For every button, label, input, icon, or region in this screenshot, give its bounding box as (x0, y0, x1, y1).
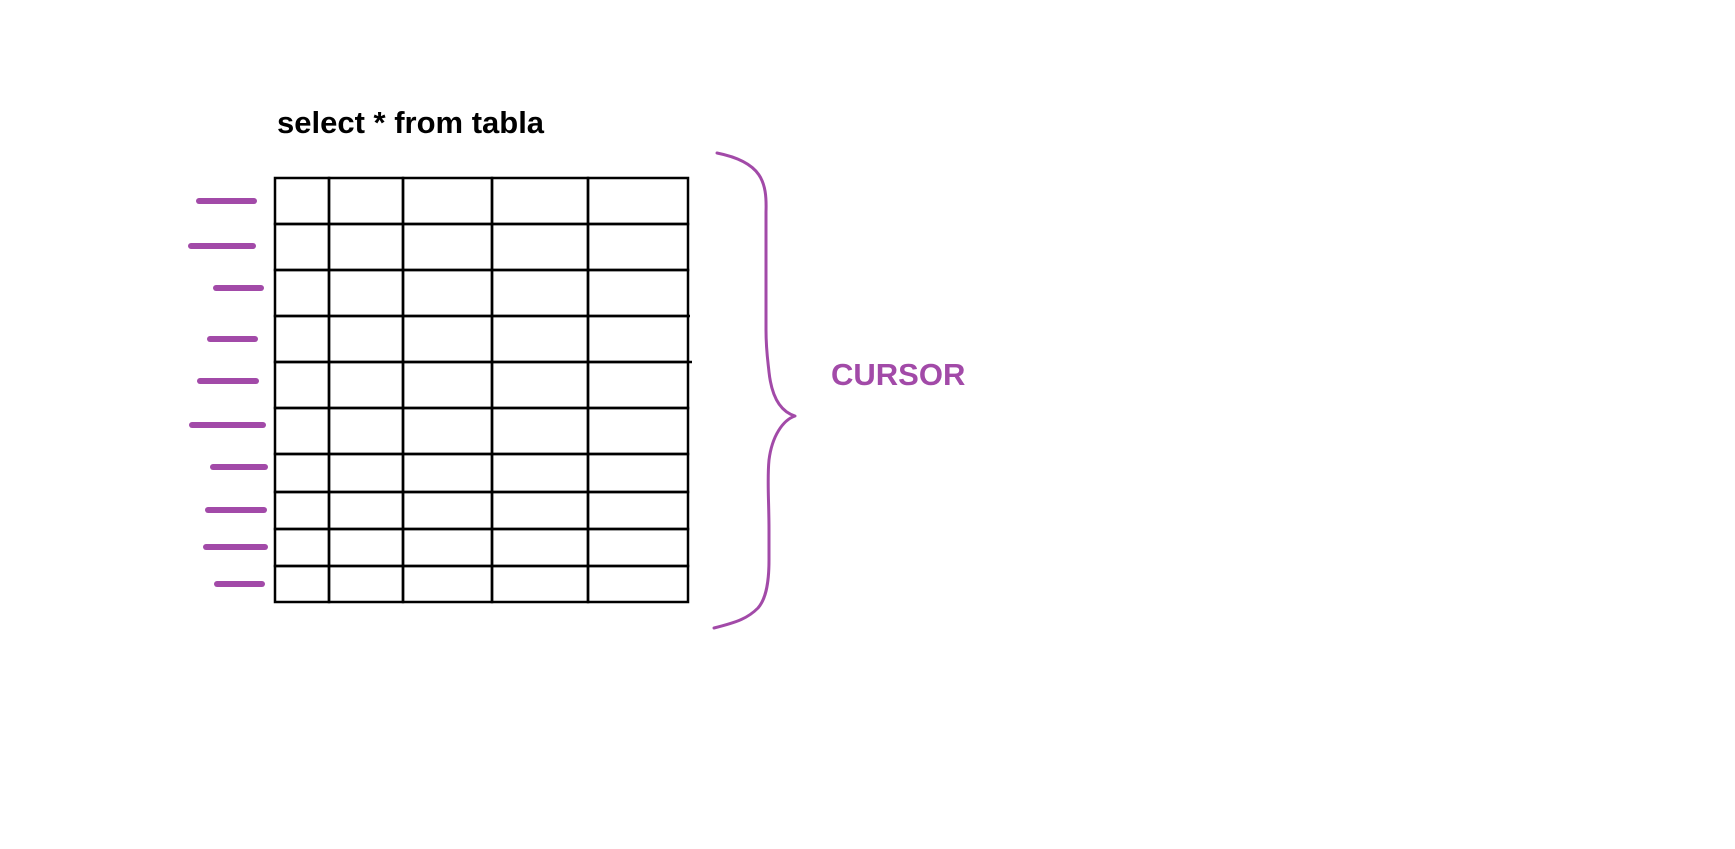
table-row (273, 268, 690, 318)
table-row (273, 527, 690, 568)
table-cell (586, 176, 690, 226)
query-text: select * from tabla (277, 105, 545, 140)
table-cell (401, 527, 494, 568)
table-cell (327, 314, 405, 364)
table-cell (327, 406, 405, 456)
table-cell (586, 490, 690, 531)
table-cell (490, 406, 590, 456)
table-row (273, 222, 690, 272)
table-cell (401, 406, 494, 456)
table-cell (273, 564, 331, 604)
table-cell (401, 452, 494, 494)
table-cell (490, 268, 590, 318)
table-cell (327, 452, 405, 494)
table-cell (273, 176, 331, 226)
table-row (273, 314, 690, 364)
table-cell (273, 490, 331, 531)
table-row (273, 452, 690, 494)
table-cell (327, 527, 405, 568)
table-cell (273, 314, 331, 364)
row-markers (188, 198, 268, 587)
curly-brace-icon (712, 151, 797, 630)
table-cell (401, 490, 494, 531)
table-cell (273, 527, 331, 568)
table-cell (401, 268, 494, 318)
table-cell (490, 564, 590, 604)
table-cell (586, 564, 690, 604)
table-cell (327, 176, 405, 226)
table-cell (327, 268, 405, 318)
table-cell (273, 406, 331, 456)
table-cell (586, 360, 690, 410)
table-cell (401, 564, 494, 604)
result-table (273, 176, 692, 604)
table-cell (401, 222, 494, 272)
table-cell (490, 222, 590, 272)
table-cell (327, 360, 405, 410)
table-row (273, 360, 690, 410)
table-cell (586, 314, 690, 364)
table-cell (273, 222, 331, 272)
table-cell (490, 360, 590, 410)
table-cell (401, 176, 494, 226)
table-cell (586, 222, 690, 272)
table-cell (490, 527, 590, 568)
table-row (273, 490, 690, 531)
table-cell (273, 452, 331, 494)
table-cell (586, 452, 690, 494)
table-cell (401, 360, 494, 410)
table-cell (327, 490, 405, 531)
table-cell (586, 268, 690, 318)
table-cell (490, 490, 590, 531)
table-cell (401, 314, 494, 364)
table-row (273, 176, 690, 226)
table-cell (273, 360, 331, 410)
table-cell (490, 176, 590, 226)
table-cell (327, 564, 405, 604)
table-row (273, 564, 690, 604)
table-cell (586, 527, 690, 568)
table-row (273, 406, 690, 456)
cursor-label: CURSOR (831, 357, 965, 392)
table-cell (490, 452, 590, 494)
table-cell (586, 406, 690, 456)
table-cell (327, 222, 405, 272)
table-cell (490, 314, 590, 364)
table-cell (273, 268, 331, 318)
